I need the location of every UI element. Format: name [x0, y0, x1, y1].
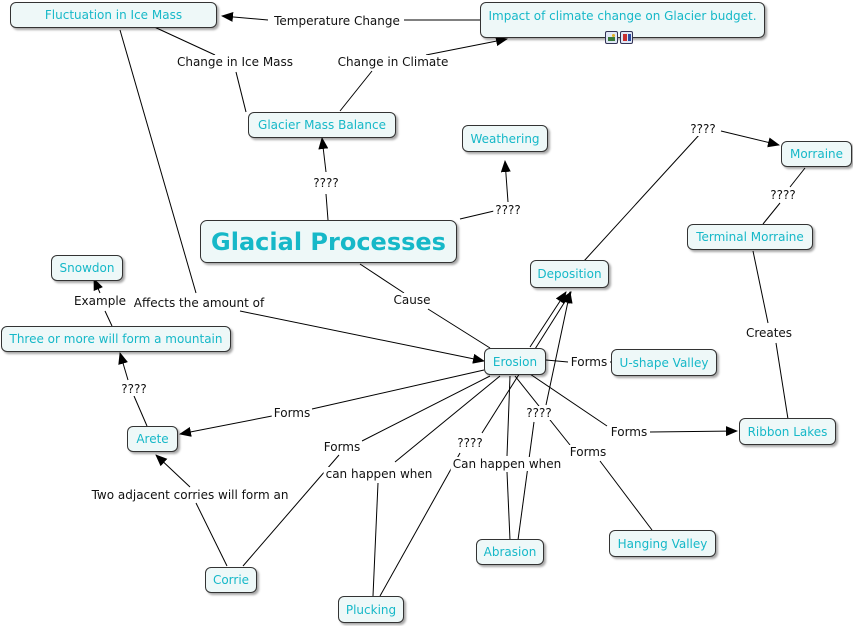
node-morraine[interactable]: Morraine	[781, 141, 852, 167]
link-label-temperature-change: Temperature Change	[272, 14, 402, 28]
link-label-example: Example	[71, 294, 129, 308]
link-label-forms-corrie: Forms	[321, 440, 363, 454]
node-glacier-mass-balance[interactable]: Glacier Mass Balance	[248, 112, 396, 138]
node-corrie[interactable]: Corrie	[205, 567, 257, 593]
link-label-creates: Creates	[743, 326, 795, 340]
node-fluctuation-in-ice-mass[interactable]: Fluctuation in Ice Mass	[10, 2, 217, 28]
link-label-arete-three: ????	[119, 382, 149, 396]
link-label-glacier-mass-balance: ????	[311, 176, 341, 190]
node-erosion[interactable]: Erosion	[484, 348, 546, 375]
node-plucking[interactable]: Plucking	[338, 596, 404, 623]
link-label-terminal-morraine: ????	[768, 188, 798, 202]
resource-icons	[605, 31, 633, 44]
node-arete[interactable]: Arete	[127, 426, 178, 452]
link-label-plucking-deposition: ????	[455, 436, 485, 450]
link-label-forms-hanging-valley: Forms	[567, 445, 609, 459]
link-label-affects-the-amount-of: Affects the amount of	[131, 296, 267, 310]
link-label-change-in-climate: Change in Climate	[335, 55, 451, 69]
document-icon[interactable]	[620, 31, 633, 44]
link-label-cause: Cause	[391, 293, 433, 307]
link-label-can-happen-when-plucking: can happen when	[323, 467, 435, 481]
node-three-or-more[interactable]: Three or more will form a mountain	[1, 326, 231, 352]
link-label-forms-arete: Forms	[271, 406, 313, 420]
link-label-can-happen-when-abrasion: Can happen when	[450, 457, 564, 471]
node-ribbon-lakes[interactable]: Ribbon Lakes	[739, 418, 836, 445]
node-weathering[interactable]: Weathering	[462, 125, 548, 152]
link-label-abrasion-deposition: ????	[524, 406, 554, 420]
image-icon[interactable]	[605, 31, 618, 44]
link-label-change-in-ice-mass: Change in Ice Mass	[174, 55, 296, 69]
node-deposition[interactable]: Deposition	[530, 260, 609, 288]
link-label-deposition-morraine: ????	[688, 122, 718, 136]
node-abrasion[interactable]: Abrasion	[476, 539, 544, 565]
node-glacial-processes[interactable]: Glacial Processes	[200, 220, 457, 263]
node-terminal-morraine[interactable]: Terminal Morraine	[687, 224, 813, 250]
node-u-shape-valley[interactable]: U-shape Valley	[611, 349, 717, 376]
link-label-two-adjacent-corries: Two adjacent corries will form an	[89, 488, 291, 502]
link-label-weathering: ????	[493, 203, 523, 217]
node-snowdon[interactable]: Snowdon	[51, 255, 123, 281]
link-label-forms-u-shape: Forms	[568, 355, 610, 369]
node-hanging-valley[interactable]: Hanging Valley	[609, 530, 716, 557]
link-label-forms-ribbon-lakes: Forms	[608, 425, 650, 439]
